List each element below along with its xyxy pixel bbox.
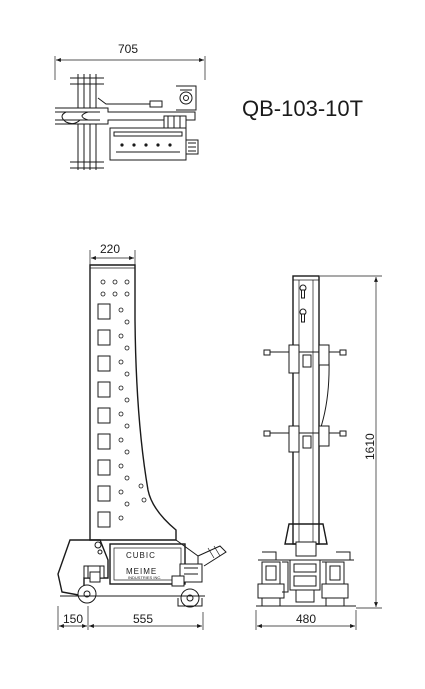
height-label: 1610 bbox=[363, 433, 377, 460]
model-label: QB-103-10T bbox=[242, 96, 363, 121]
side-view: 220 bbox=[57, 242, 227, 630]
base-dimensions: 150 555 bbox=[57, 606, 204, 630]
front-view: 1610 480 bbox=[255, 275, 382, 630]
top-width-dimension: 705 bbox=[54, 42, 206, 80]
front-offset-label: 150 bbox=[63, 612, 83, 626]
plate-brand: CUBIC bbox=[126, 551, 156, 560]
column-holes bbox=[100, 279, 147, 521]
top-view: 705 bbox=[54, 42, 206, 170]
plate-maker: MEIME bbox=[126, 567, 157, 576]
side-base: CUBIC MEIME INDUSTRIES INC. bbox=[57, 539, 227, 608]
front-width-label: 480 bbox=[296, 612, 316, 626]
front-clamp-arms bbox=[263, 344, 347, 453]
top-frame bbox=[55, 74, 197, 170]
front-width-dimension: 480 bbox=[255, 610, 357, 630]
column-slots bbox=[97, 303, 111, 528]
base-length-label: 555 bbox=[133, 612, 153, 626]
top-handle-block bbox=[109, 100, 199, 161]
column-width-label: 220 bbox=[100, 242, 120, 256]
column-width-dimension: 220 bbox=[89, 242, 136, 265]
front-base bbox=[256, 523, 356, 607]
column-outline bbox=[89, 264, 177, 541]
top-width-label: 705 bbox=[118, 42, 138, 56]
height-dimension: 1610 bbox=[320, 275, 382, 609]
front-column bbox=[292, 275, 320, 545]
plate-maker-sub: INDUSTRIES INC. bbox=[128, 575, 161, 580]
